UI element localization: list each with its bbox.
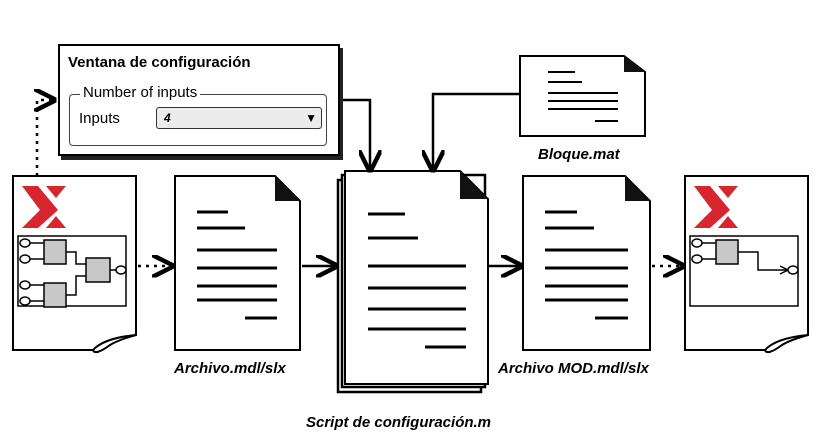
dotted-arrow-to-config xyxy=(37,100,54,176)
inputs-select-value: 4 xyxy=(164,111,171,125)
arrow-bloque-to-script xyxy=(433,92,520,170)
inputs-select[interactable]: 4 ▼ xyxy=(156,107,322,129)
xilinx-logo-icon xyxy=(694,186,738,228)
xilinx-logo-icon xyxy=(22,186,66,228)
chevron-down-icon[interactable]: ▼ xyxy=(305,111,317,125)
archivo-mdl-caption: Archivo.mdl/slx xyxy=(174,360,286,377)
original-model-document-icon xyxy=(12,175,137,354)
archivo-mod-caption: Archivo MOD.mdl/slx xyxy=(498,360,649,377)
number-of-inputs-group: Number of inputs Inputs 4 ▼ xyxy=(69,84,327,146)
arrow-config-to-script xyxy=(340,98,370,170)
modified-model-document-icon xyxy=(684,175,809,354)
mdl-file-document-icon xyxy=(174,175,301,351)
bloque-mat-caption: Bloque.mat xyxy=(538,146,620,163)
simulink-schematic-icon xyxy=(689,235,799,307)
mod-mdl-file-document-icon xyxy=(522,175,651,351)
simulink-schematic-icon xyxy=(17,235,127,308)
bloque-mat-document-icon xyxy=(519,55,646,137)
configuration-window-title: Ventana de configuración xyxy=(68,54,251,71)
script-document-stack-icon xyxy=(336,170,489,394)
configuration-window: Ventana de configuración Number of input… xyxy=(58,44,340,156)
script-caption: Script de configuración.m xyxy=(306,414,492,431)
number-of-inputs-legend: Number of inputs xyxy=(80,84,201,101)
inputs-label: Inputs xyxy=(79,110,120,127)
